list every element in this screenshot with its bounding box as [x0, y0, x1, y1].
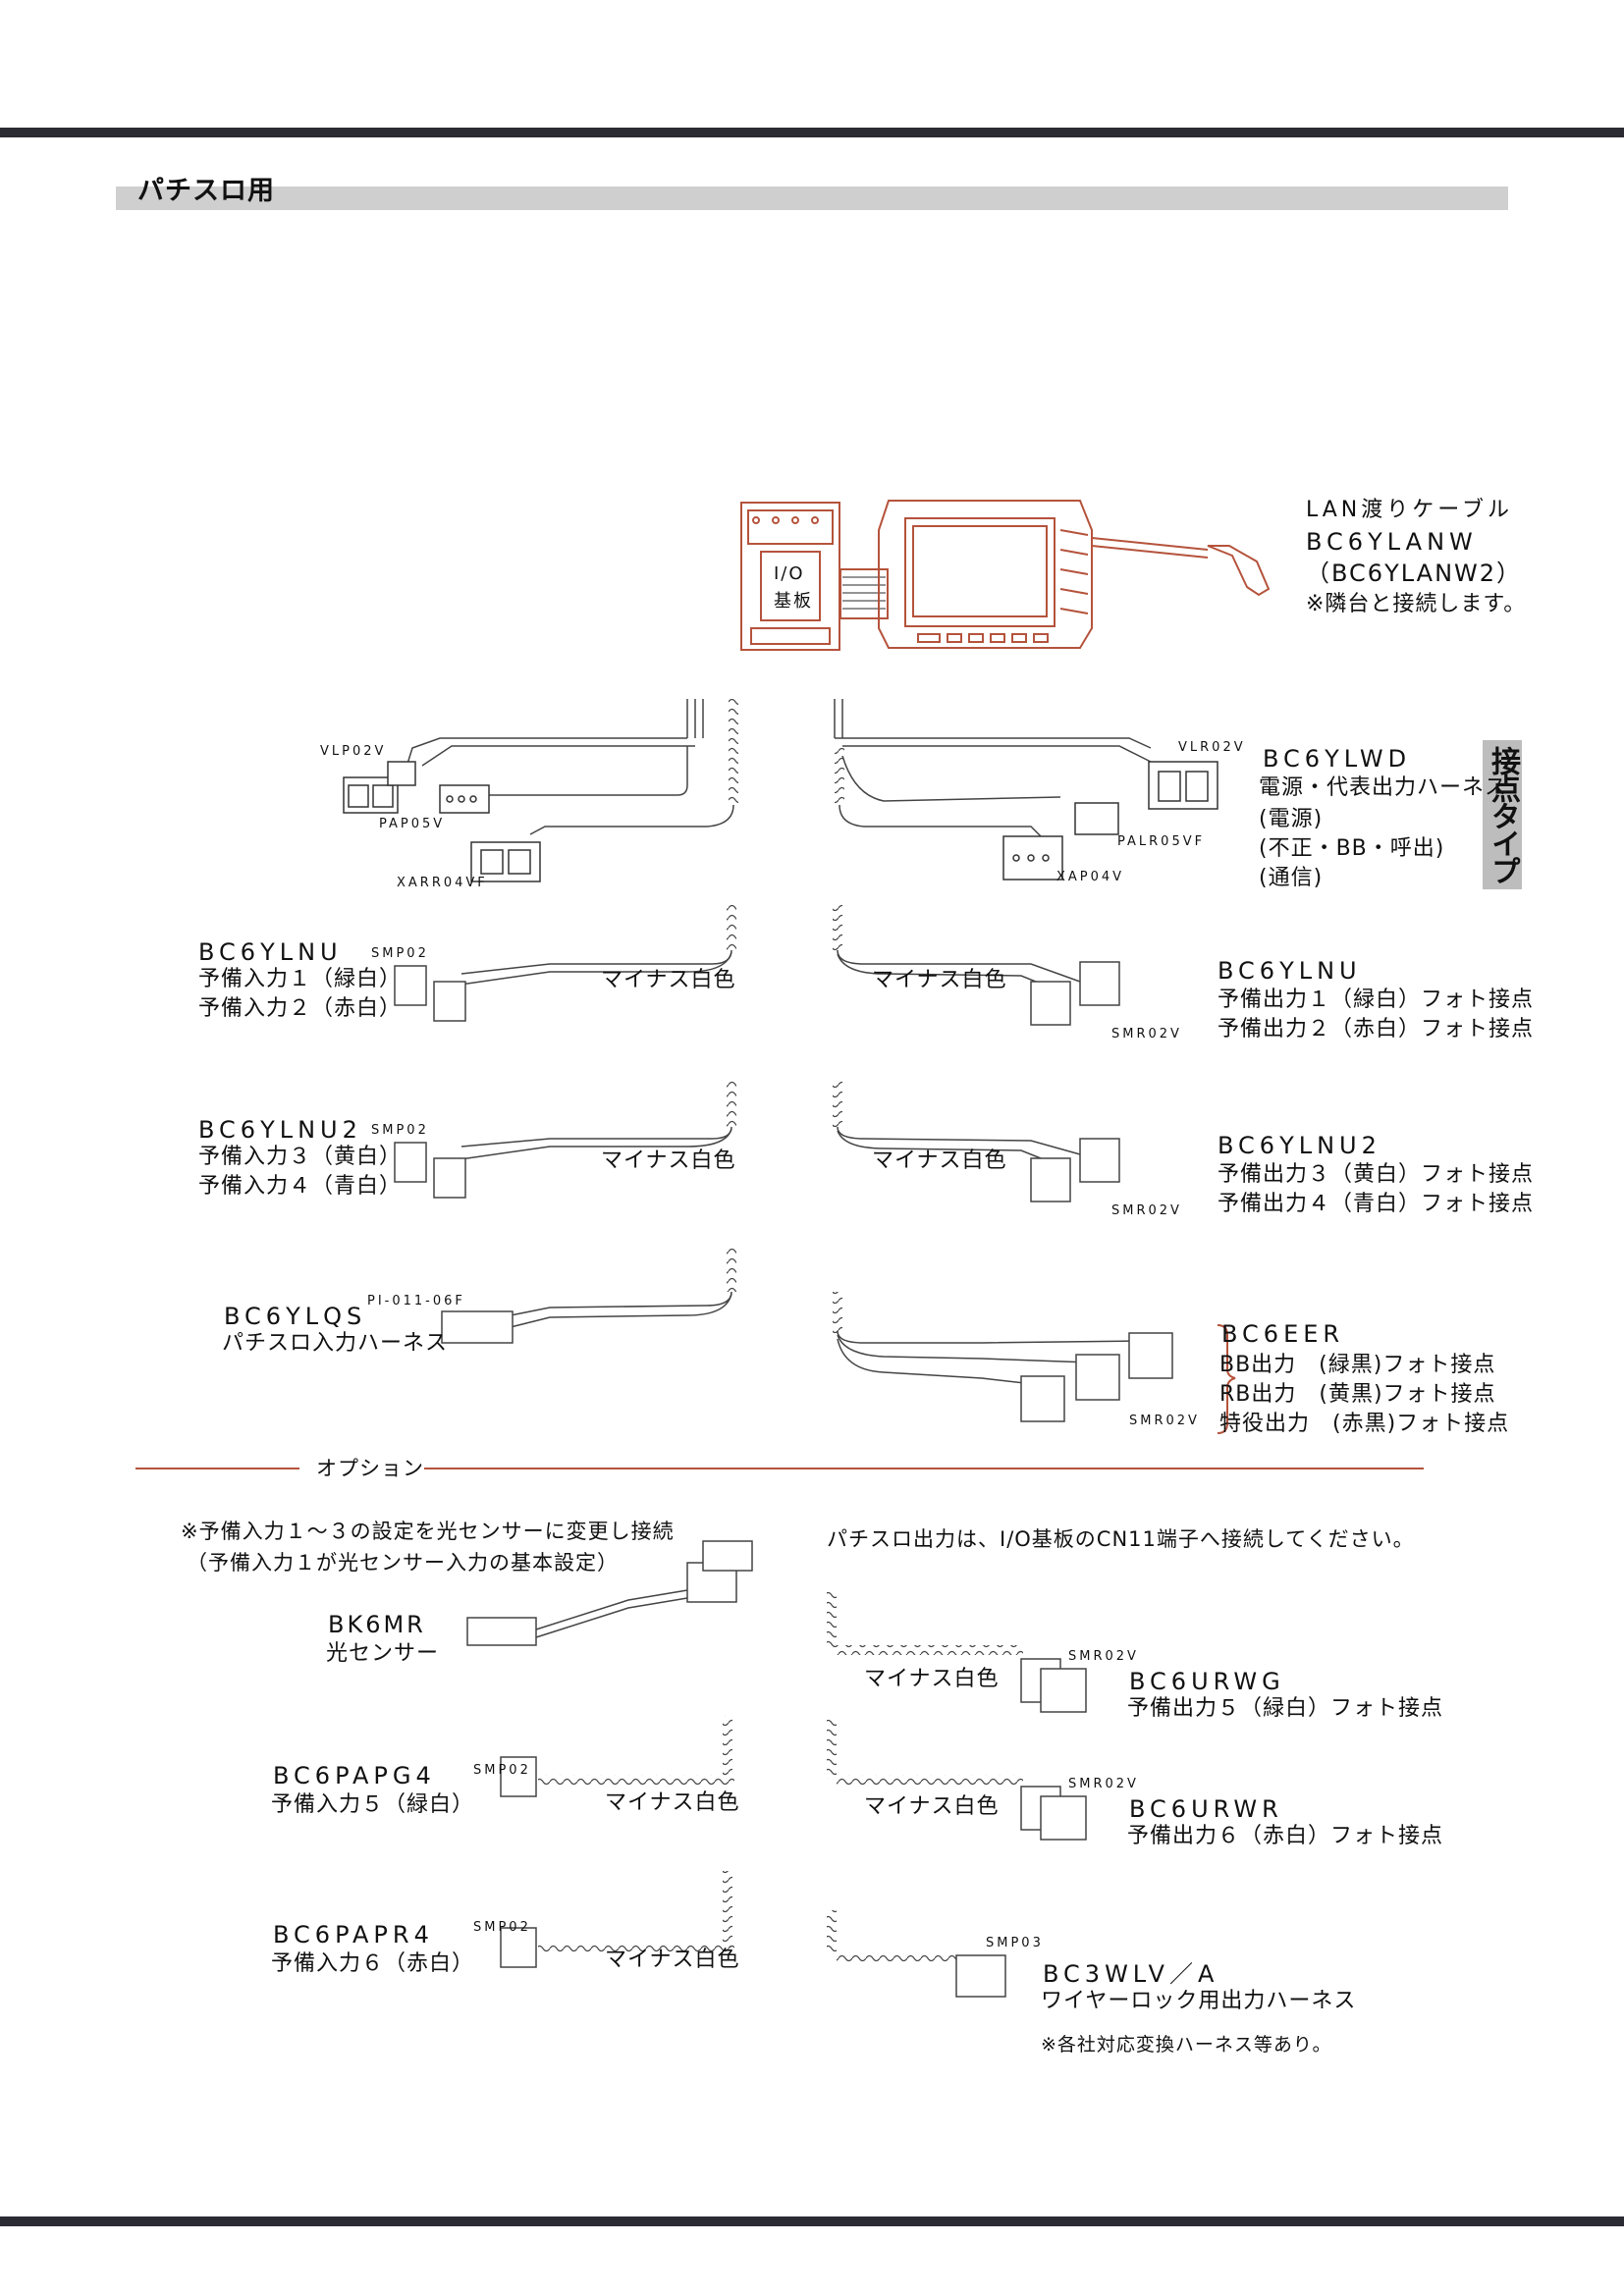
left1-line-2: 予備入力２（赤白） — [198, 996, 403, 1021]
conn-palr05vf: PALR05VF — [1117, 834, 1206, 849]
left3-conn: PI-011-06F — [367, 1294, 465, 1308]
lan-code-alt: （BC6YLANW2） — [1306, 560, 1523, 587]
urwr-conn: SMR02V — [1068, 1777, 1139, 1791]
right3-line-3: 特役出力 (赤黒)フォト接点 — [1219, 1412, 1510, 1436]
lwd-line-2: (不正・BB・呼出) — [1259, 836, 1445, 861]
header-band — [116, 187, 1508, 210]
wlv-conn: SMP03 — [986, 1936, 1044, 1950]
wlv-note: ※各社対応変換ハーネス等あり。 — [1041, 2034, 1332, 2056]
lan-note: ※隣台と接続します。 — [1306, 592, 1527, 616]
urwr-minus: マイナス白色 — [864, 1794, 1000, 1819]
papr4-minus: マイナス白色 — [605, 1948, 740, 1972]
option-right-harnesses — [827, 1590, 1087, 1998]
papg4-minus: マイナス白色 — [605, 1790, 740, 1815]
papg4-line-1: 予備入力５（緑白） — [271, 1792, 475, 1817]
lan-title: LAN渡りケーブル — [1306, 498, 1513, 522]
left3-code: BC6YLQS — [224, 1303, 367, 1330]
display-unit — [878, 500, 1093, 649]
bottom-rule — [0, 2216, 1624, 2226]
right1-code: BC6YLNU — [1218, 957, 1362, 985]
sensor-drawing — [466, 1540, 753, 1646]
papr4-line-1: 予備入力６（赤白） — [271, 1951, 475, 1976]
papr4-code: BC6PAPR4 — [273, 1921, 434, 1949]
right2-line-2: 予備出力４（青白）フォト接点 — [1218, 1192, 1535, 1216]
io-label-2: 基板 — [774, 591, 813, 612]
top-rule — [0, 128, 1624, 137]
right3-code: BC6EER — [1221, 1320, 1345, 1348]
wlv-code: BC3WLV／A — [1043, 1960, 1219, 1988]
wlv-line-1: ワイヤーロック用出力ハーネス — [1041, 1989, 1357, 2013]
lwd-line-3: (通信) — [1259, 866, 1324, 890]
right2-line-1: 予備出力３（黄白）フォト接点 — [1218, 1162, 1535, 1187]
option-left-harnesses — [500, 1716, 734, 1968]
left3-line-1: パチスロ入力ハーネス — [222, 1331, 449, 1356]
urwg-minus: マイナス白色 — [864, 1667, 1000, 1691]
urwr-code: BC6URWR — [1129, 1795, 1283, 1823]
main-harness-trunk — [406, 699, 1152, 837]
right2-conn: SMR02V — [1111, 1203, 1182, 1218]
left2-minus: マイナス白色 — [601, 1148, 736, 1173]
side-tab-contact-type: 接点タイプ — [1483, 740, 1522, 889]
right2-code: BC6YLNU2 — [1218, 1132, 1381, 1159]
left1-conn: SMP02 — [371, 946, 429, 961]
option-label: オプション — [316, 1457, 424, 1480]
lwd-desc: 電源・代表出力ハーネス — [1259, 775, 1508, 800]
conn-vlp02v: VLP02V — [320, 744, 387, 759]
left1-minus: マイナス白色 — [601, 968, 736, 992]
ribbon-cable — [839, 568, 889, 619]
conn-xap04v: XAP04V — [1056, 870, 1125, 884]
left2-conn: SMP02 — [371, 1123, 429, 1138]
left2-line-2: 予備入力４（青白） — [198, 1174, 403, 1199]
right1-minus: マイナス白色 — [872, 968, 1007, 992]
urwg-conn: SMR02V — [1068, 1649, 1139, 1664]
lwd-code: BC6YLWD — [1263, 745, 1412, 773]
sensor-note-1: ※予備入力１～３の設定を光センサーに変更し接続 — [181, 1520, 675, 1543]
right2-minus: マイナス白色 — [872, 1148, 1007, 1173]
urwr-line-1: 予備出力６（赤白）フォト接点 — [1127, 1824, 1444, 1848]
right3-line-1: BB出力 (緑黒)フォト接点 — [1219, 1353, 1496, 1377]
left2-code: BC6YLNU2 — [198, 1116, 362, 1144]
harness-row-2 — [394, 1080, 1120, 1202]
output-note: パチスロ出力は、I/O基板のCN11端子へ接続してください。 — [827, 1527, 1415, 1551]
left1-code: BC6YLNU — [198, 938, 343, 966]
lan-cable — [1091, 537, 1271, 597]
right1-line-1: 予備出力１（緑白）フォト接点 — [1218, 988, 1535, 1012]
urwg-line-1: 予備出力５（緑白）フォト接点 — [1127, 1696, 1444, 1721]
lan-code: BC6YLANW — [1306, 528, 1478, 556]
papg4-conn: SMP02 — [473, 1763, 531, 1778]
papr4-conn: SMP02 — [473, 1920, 531, 1935]
sensor-code: BK6MR — [328, 1611, 426, 1638]
io-label-1: I/O — [774, 563, 805, 584]
sensor-note-2: （予備入力１が光センサー入力の基本設定） — [187, 1551, 619, 1575]
right3-conn: SMR02V — [1129, 1414, 1200, 1428]
harness-row-3 — [441, 1249, 1236, 1434]
sensor-name: 光センサー — [326, 1641, 440, 1666]
lwd-connectors — [343, 761, 1218, 882]
lwd-line-1: (電源) — [1259, 807, 1324, 831]
conn-vlr02v: VLR02V — [1178, 740, 1246, 755]
right1-conn: SMR02V — [1111, 1027, 1182, 1041]
right1-line-2: 予備出力２（赤白）フォト接点 — [1218, 1017, 1535, 1041]
urwg-code: BC6URWG — [1129, 1668, 1285, 1695]
papg4-code: BC6PAPG4 — [273, 1762, 436, 1789]
harness-row-1 — [394, 903, 1120, 1026]
left1-line-1: 予備入力１（緑白） — [198, 967, 403, 991]
page-title: パチスロ用 — [137, 176, 275, 206]
conn-xarr04vf: XARR04VF — [397, 876, 488, 890]
left2-line-1: 予備入力３（黄白） — [198, 1145, 403, 1169]
conn-pap05v: PAP05V — [379, 817, 446, 831]
right3-line-2: RB出力 (黄黒)フォト接点 — [1219, 1382, 1496, 1407]
